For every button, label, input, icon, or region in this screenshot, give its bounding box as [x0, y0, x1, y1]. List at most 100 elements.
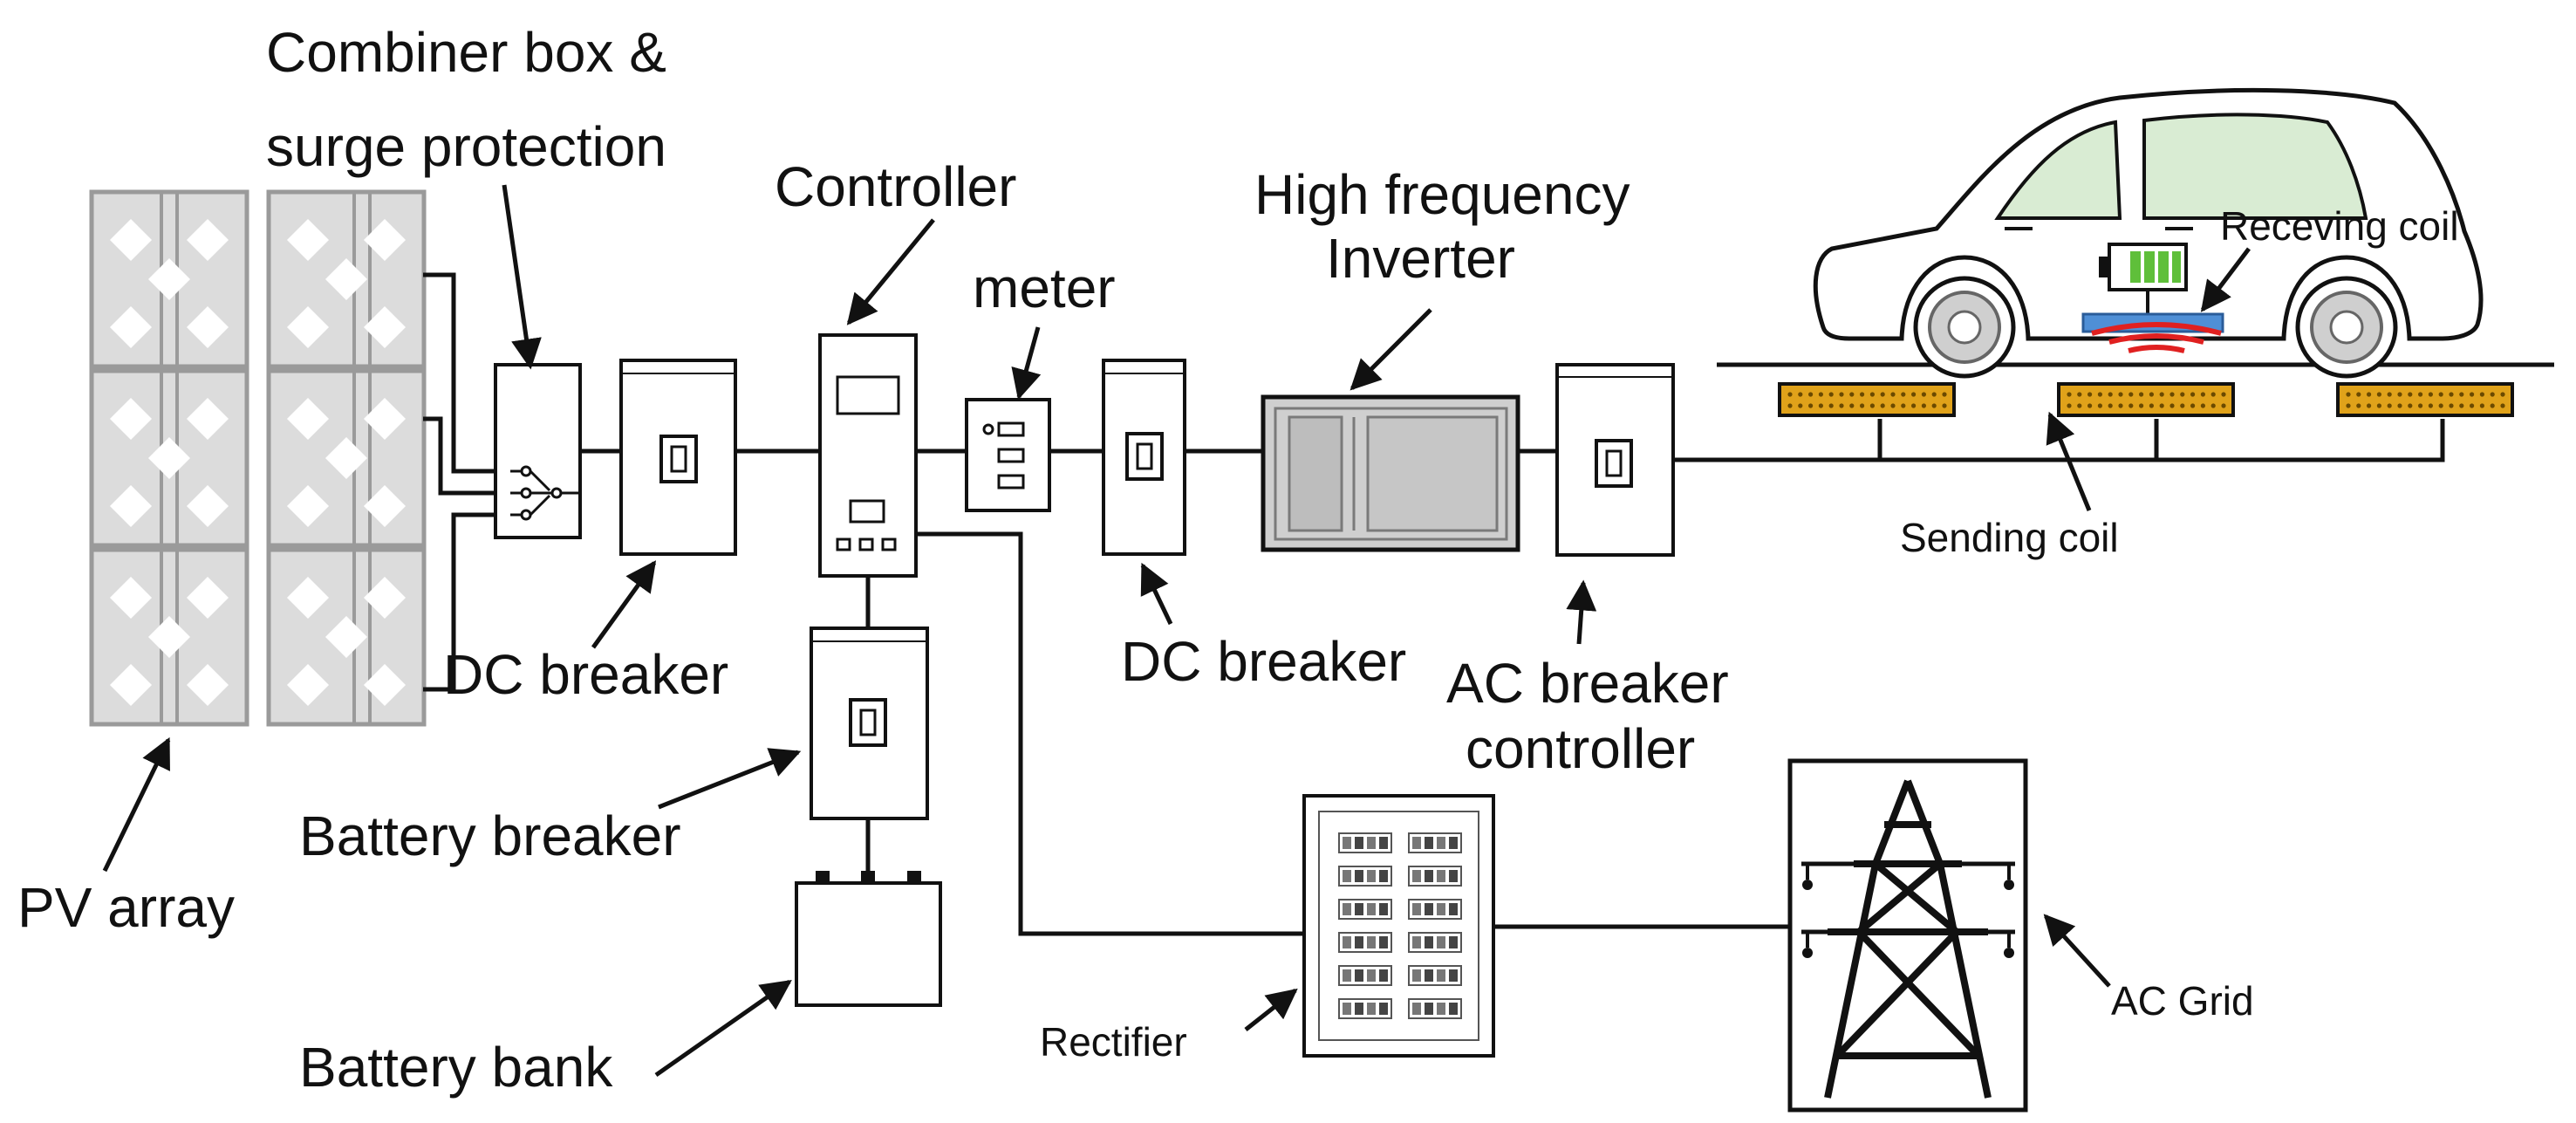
label-combiner-line2: surge protection: [266, 115, 666, 178]
ev-car: [1717, 87, 2554, 379]
label-dc-breaker-1: DC breaker: [443, 643, 728, 706]
pv-panel: [266, 547, 427, 727]
label-sending-coil: Sending coil: [1900, 515, 2119, 560]
pv-cell-diamond: [110, 485, 152, 527]
rectifier-switch: [1338, 998, 1392, 1019]
pv-cell-diamond: [287, 219, 329, 261]
arrow-dc-breaker-1: [591, 560, 657, 649]
pv-cell-diamond: [287, 664, 329, 706]
rectifier-switch: [1408, 932, 1462, 953]
pv-cell-diamond: [364, 306, 406, 348]
car-window-front: [1994, 120, 2122, 220]
label-ac-breaker-line2: controller: [1466, 717, 1695, 780]
insulator-icon: [1802, 948, 1813, 958]
pv-panel: [89, 189, 249, 369]
pv-cell-diamond: [110, 219, 152, 261]
pv-cell-diamond: [287, 306, 329, 348]
pv-cell-diamond: [187, 219, 229, 261]
wire-pv-bottom: [423, 512, 510, 692]
pv-cell-diamond: [287, 485, 329, 527]
arrow-battery-bank: [654, 979, 792, 1078]
ac-grid-tower: [1787, 758, 2028, 1113]
pv-cell-diamond: [187, 306, 229, 348]
controller: [818, 333, 918, 578]
label-ac-grid: AC Grid: [2111, 978, 2254, 1024]
rectifier-switch: [1338, 832, 1392, 853]
rectifier-switch: [1338, 965, 1392, 986]
pv-panel: [89, 547, 249, 727]
arrow-combiner: [502, 184, 542, 370]
dc-breaker-2: [1102, 359, 1186, 556]
label-battery-breaker: Battery breaker: [299, 805, 681, 867]
sending-coils: [1778, 382, 2514, 417]
insulator-icon: [2004, 948, 2014, 958]
pv-cell-diamond: [325, 616, 367, 658]
arrow-rectifier: [1244, 988, 1298, 1031]
rectifier-switch: [1338, 866, 1392, 887]
rectifier: [1302, 794, 1495, 1058]
battery-breaker: [810, 627, 929, 820]
arrow-controller: [846, 218, 935, 325]
label-meter: meter: [973, 257, 1116, 319]
arrow-inverter: [1349, 308, 1432, 391]
pv-cell-diamond: [325, 437, 367, 479]
label-dc-breaker-2: DC breaker: [1121, 630, 1406, 693]
insulator-icon: [2004, 880, 2014, 890]
label-controller: Controller: [775, 155, 1016, 218]
pv-cell-diamond: [287, 398, 329, 440]
pv-cell-diamond: [110, 398, 152, 440]
rectifier-switch: [1408, 866, 1462, 887]
arrow-pv-array: [102, 736, 171, 873]
rectifier-switch: [1338, 899, 1392, 920]
pv-cell-diamond: [187, 664, 229, 706]
arrow-ac-breaker: [1566, 579, 1597, 645]
pv-array: [89, 189, 427, 727]
insulator-icon: [1802, 880, 1813, 890]
arrows: [102, 184, 2251, 1078]
rectifier-switch: [1408, 832, 1462, 853]
car-battery-icon: [2099, 243, 2188, 314]
pv-cell-diamond: [148, 437, 190, 479]
ac-breaker: [1555, 363, 1675, 557]
labels: Combiner box & surge protection Controll…: [17, 21, 2459, 1099]
wire-controller-rectifier: [916, 531, 1304, 936]
meter: [965, 398, 1051, 512]
car-wheel-rear: [2295, 276, 2398, 379]
pv-cell-diamond: [325, 258, 367, 300]
pv-cell-diamond: [110, 664, 152, 706]
label-hf-inverter-line1: High frequency: [1254, 163, 1630, 226]
pv-panel: [89, 368, 249, 548]
rectifier-switch: [1408, 998, 1462, 1019]
wire-acbreaker-bus: [1673, 419, 2445, 462]
transmission-tower-icon: [1801, 779, 2015, 1099]
label-hf-inverter-line2: Inverter: [1326, 227, 1515, 290]
pv-cell-diamond: [148, 616, 190, 658]
pv-cell-diamond: [110, 306, 152, 348]
pv-cell-diamond: [364, 577, 406, 619]
label-pv-array: PV array: [17, 876, 235, 939]
label-ac-breaker-line1: AC breaker: [1446, 652, 1729, 715]
pv-cell-diamond: [187, 485, 229, 527]
rectifier-switch: [1338, 932, 1392, 953]
label-receiving-coil: Receving coil: [2220, 203, 2459, 249]
wire-pv-top: [423, 272, 510, 474]
sending-coil-pad: [2336, 382, 2514, 417]
sending-coil-pad: [2057, 382, 2235, 417]
car-wheel-front: [1913, 276, 2016, 379]
rectifier-switch: [1408, 899, 1462, 920]
rectifier-switch: [1408, 965, 1462, 986]
label-combiner-line1: Combiner box &: [266, 21, 666, 84]
pv-cell-diamond: [364, 485, 406, 527]
sending-coil-pad: [1778, 382, 1956, 417]
pv-cell-diamond: [187, 398, 229, 440]
label-battery-bank: Battery bank: [299, 1036, 613, 1099]
pv-panel: [266, 368, 427, 548]
wire-pv-mid: [423, 416, 510, 496]
high-frequency-inverter: [1261, 394, 1520, 552]
wireless-power-waves-icon: [2091, 322, 2222, 353]
pv-cell-diamond: [148, 258, 190, 300]
arrow-dc-breaker-2: [1140, 562, 1173, 626]
pv-cell-diamond: [364, 219, 406, 261]
pv-cell-diamond: [110, 577, 152, 619]
